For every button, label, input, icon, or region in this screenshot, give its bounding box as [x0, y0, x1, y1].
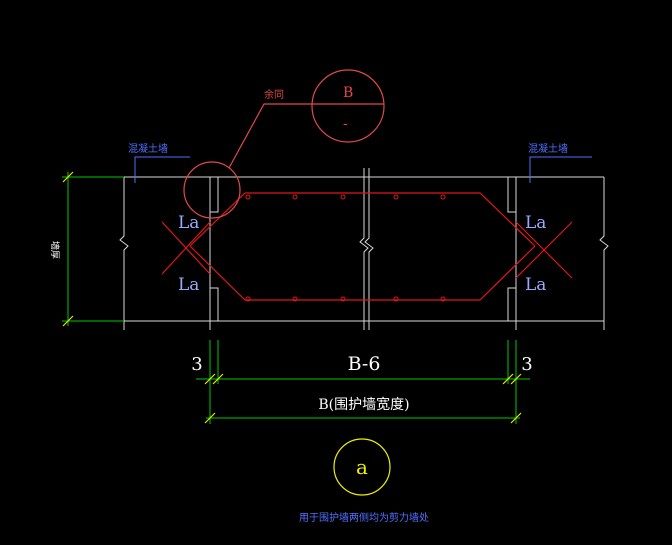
rebar-top	[189, 192, 536, 247]
wall-outlines	[119, 168, 609, 330]
tick	[510, 412, 522, 424]
tick	[502, 373, 514, 385]
height-ticks	[62, 171, 74, 327]
dim-right-offset: 3	[521, 354, 532, 375]
anchor-left-top: La	[178, 213, 199, 233]
left-interface-top	[209, 177, 219, 213]
left-x-mark-b	[161, 221, 211, 275]
horizontal-ticks	[204, 373, 522, 424]
right-wall-label: 混凝土墙	[528, 142, 568, 155]
caption: 用于围护墙两侧均为剪力墙处	[299, 511, 429, 524]
rebar-dot	[340, 194, 346, 200]
anchor-left-bottom: La	[178, 275, 199, 295]
tick	[510, 373, 522, 385]
callout-group	[183, 69, 385, 219]
rebar-dot	[245, 194, 251, 200]
callout-label: 余同	[264, 88, 284, 101]
height-dimension	[62, 172, 124, 326]
rebar-dot	[440, 296, 446, 302]
tick	[212, 373, 224, 385]
detail-circle	[183, 161, 241, 219]
left-break-line	[119, 177, 129, 330]
callout-bottom-text: -	[343, 116, 348, 132]
center-break-line-a	[359, 168, 369, 330]
right-wall-leader	[529, 156, 592, 183]
rebar-dot	[393, 194, 399, 200]
anchor-right-top: La	[525, 213, 546, 233]
detail-bubble	[333, 438, 391, 496]
horizontal-dimensions	[196, 340, 530, 424]
left-interface-bottom	[209, 287, 219, 330]
rebar-dot	[245, 296, 251, 302]
tick	[62, 315, 74, 327]
callout-leader	[228, 103, 312, 169]
rebar-dot	[393, 296, 399, 302]
rebar-dot	[440, 194, 446, 200]
dim-center: B-6	[348, 353, 381, 375]
left-wall-leader	[134, 156, 190, 183]
dim-total: B(围护墙宽度)	[318, 396, 409, 413]
right-x-mark-b	[515, 221, 573, 279]
wall-label-leaders	[134, 156, 592, 183]
right-interface-top	[507, 177, 517, 213]
rebar-dot	[340, 296, 346, 302]
dim-left-offset: 3	[191, 354, 202, 375]
right-interface-bottom	[507, 287, 517, 330]
tick	[62, 171, 74, 183]
rebar-dots	[245, 194, 446, 302]
center-break-line-b	[364, 168, 374, 330]
height-dim-label: 墙厚	[49, 241, 61, 259]
tick	[204, 373, 216, 385]
anchor-right-bottom: La	[525, 275, 546, 295]
rebar-dot	[292, 194, 298, 200]
rebar-dot	[292, 296, 298, 302]
callout-top-text: B	[343, 85, 353, 101]
rebar-group	[161, 192, 573, 301]
right-break-line	[599, 177, 609, 330]
detail-bubble-label: a	[356, 455, 368, 479]
callout-circle	[311, 69, 385, 143]
rebar-bottom	[189, 245, 536, 301]
tick	[204, 412, 216, 424]
left-wall-label: 混凝土墙	[128, 142, 168, 155]
